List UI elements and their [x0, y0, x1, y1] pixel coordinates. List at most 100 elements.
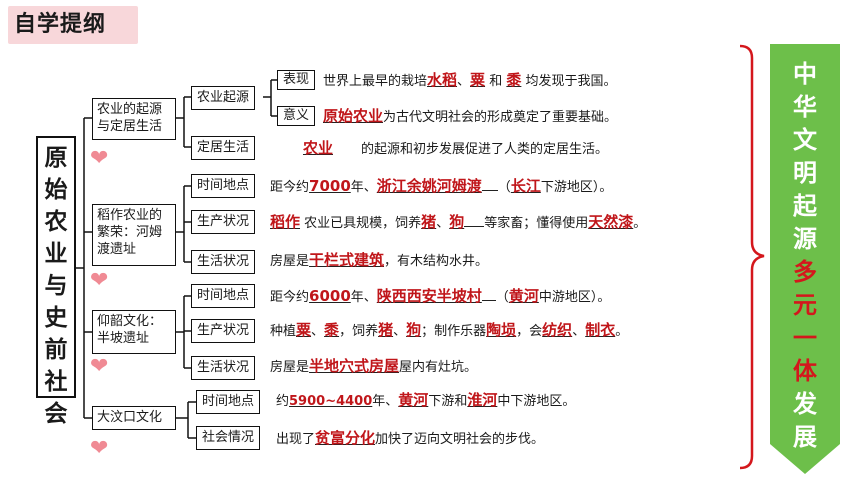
text: 下游地区）。 — [540, 180, 613, 195]
section-banpo: 仰韶文化：半坡遗址 — [92, 310, 176, 354]
row-dawenkou-time: 约5900~4400年、黄河下游和淮河中下游地区。 — [276, 390, 575, 412]
root-char: 史 — [44, 305, 68, 331]
text: 种植 — [270, 324, 297, 339]
banner-char: 文 — [793, 126, 817, 154]
banner-char: 起 — [793, 192, 817, 220]
text: 。 — [615, 324, 629, 339]
banner-char: 华 — [793, 93, 817, 121]
text: 房屋是 — [270, 360, 310, 375]
sub-living: 生活状况 — [191, 250, 256, 274]
answer: 黄河 — [398, 391, 429, 409]
text: 年、 — [372, 394, 399, 409]
row-yiyi: 原始农业为古代文明社会的形成奠定了重要基础。 — [323, 106, 617, 128]
sub-time-place: 时间地点 — [191, 174, 256, 198]
sub-time-place: 时间地点 — [191, 284, 256, 308]
row-biaoxian: 世界上最早的栽培水稻、粟 和 黍 均发现于我国。 — [323, 71, 617, 89]
text: ，会 — [516, 324, 543, 339]
text: 、 — [572, 324, 586, 339]
sub-production: 生产状况 — [191, 319, 256, 343]
row-dawenkou-society: 出现了贫富分化加快了迈向文明社会的步伐。 — [276, 428, 544, 450]
banner-char: 明 — [793, 159, 817, 187]
blank-line — [481, 177, 498, 191]
answer: 原始农业 — [323, 107, 384, 125]
answer: 黄河 — [508, 287, 539, 305]
text: 房屋是 — [270, 254, 310, 269]
text: 为古代文明社会的形成奠定了重要基础。 — [383, 110, 618, 125]
answer: 水稻 — [427, 71, 458, 89]
root-char: 原 — [44, 145, 68, 171]
answer: 狗 — [406, 321, 422, 339]
heart-icon: ❤ — [90, 354, 109, 379]
page-title: 自学提纲 — [8, 6, 138, 44]
text: 年、 — [350, 180, 377, 195]
text: 年、 — [350, 290, 377, 305]
text: 均发现于我国。 — [525, 74, 617, 89]
answer: 稻作 — [270, 213, 301, 231]
text: （ — [497, 180, 511, 195]
root-char: 前 — [44, 337, 68, 363]
text: 屋内有灶坑。 — [399, 360, 478, 375]
row-banpo-life: 房屋是半地穴式房屋屋内有灶坑。 — [270, 356, 477, 378]
banner-char: 源 — [793, 225, 817, 253]
text: 农业已具规模，饲养 — [304, 216, 422, 231]
answer: 黍 — [324, 321, 340, 339]
answer: 天然漆 — [588, 213, 634, 231]
answer: 7000 — [309, 177, 351, 195]
text: 距今约 — [270, 180, 310, 195]
answer: 贫富分化 — [315, 429, 376, 447]
text: 的起源和初步发展促进了人类的定居生活。 — [361, 142, 609, 157]
banner-char: 展 — [793, 423, 817, 451]
text: 等家畜；懂得使用 — [484, 216, 589, 231]
root-char: 会 — [44, 401, 68, 427]
section-dawenkou: 大汶口文化 — [92, 406, 176, 430]
sub-production: 生产状况 — [191, 210, 256, 234]
row-hemudu-time: 距今约7000年、浙江余姚河姆渡（长江下游地区）。 — [270, 176, 612, 198]
text: 世界上最早的栽培 — [323, 74, 428, 89]
text: 中下游地区。 — [497, 394, 576, 409]
text: ，有木结构水井。 — [384, 254, 489, 269]
answer: 猪 — [421, 213, 437, 231]
banner-char: 元 — [793, 291, 817, 319]
text: ；制作乐器 — [421, 324, 487, 339]
banner-text: 中 华 文 明 起 源 多 元 一 体 发 展 — [770, 58, 840, 454]
text: 距今约 — [270, 290, 310, 305]
text: 。 — [633, 216, 647, 231]
heart-icon: ❤ — [90, 436, 109, 461]
answer: 陶埙 — [486, 321, 517, 339]
answer: 淮河 — [467, 391, 498, 409]
answer: 猪 — [378, 321, 394, 339]
row-hemudu-life: 房屋是干栏式建筑，有木结构水井。 — [270, 250, 488, 272]
root-char: 与 — [44, 273, 68, 299]
row-settled: 农业的起源和初步发展促进了人类的定居生活。 — [275, 138, 608, 160]
answer: 半地穴式房屋 — [309, 357, 400, 375]
row-hemudu-prod: 稻作 农业已具规模，饲养猪、狗等家畜；懂得使用天然漆。 — [270, 212, 646, 234]
banner-char: 多 — [793, 258, 817, 286]
answer: 干栏式建筑 — [309, 251, 385, 269]
banner-shape — [770, 44, 840, 474]
text: ，饲养 — [339, 324, 379, 339]
row-banpo-time: 距今约6000年、陕西西安半坡村（黄河中游地区）。 — [270, 286, 610, 308]
sub-society: 社会情况 — [196, 426, 261, 450]
blank-line — [481, 287, 496, 301]
banner-char: 中 — [793, 60, 817, 88]
answer: 粟 — [296, 321, 312, 339]
text: （ — [495, 290, 509, 305]
section-hemudu: 稻作农业的繁荣：河姆渡遗址 — [92, 204, 176, 266]
banner-char: 一 — [793, 324, 817, 352]
section-origin: 农业的起源与定居生活 — [92, 98, 176, 140]
row-banpo-prod: 种植粟、黍，饲养猪、狗；制作乐器陶埙，会纺织、制衣。 — [270, 320, 628, 342]
answer: 长江 — [510, 177, 541, 195]
text: 和 — [489, 74, 503, 89]
sub-living: 生活状况 — [191, 356, 256, 380]
root-char: 业 — [44, 241, 68, 267]
blank-line — [464, 213, 485, 227]
answer: 狗 — [449, 213, 465, 231]
answer: 纺织 — [542, 321, 573, 339]
answer: 陕西西安半坡村 — [376, 287, 482, 305]
key-yiyi: 意义 — [277, 106, 316, 126]
answer: 黍 — [506, 71, 522, 89]
sub-agri-origin: 农业起源 — [191, 86, 256, 110]
answer: 制衣 — [585, 321, 616, 339]
root-char: 始 — [44, 177, 68, 203]
